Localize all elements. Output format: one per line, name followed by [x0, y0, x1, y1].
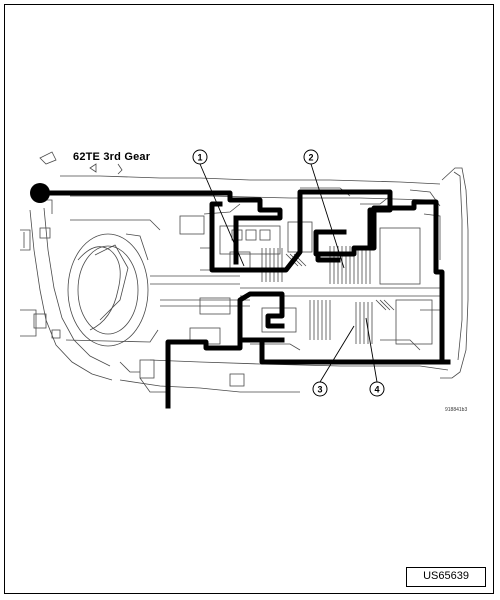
reference-id-box: US65639	[406, 567, 486, 587]
callout-label-4: 4	[374, 385, 379, 395]
diagram-title: 62TE 3rd Gear	[73, 151, 151, 163]
page-frame	[4, 4, 494, 594]
callout-label-2: 2	[308, 153, 313, 163]
lower-clutch-pack	[309, 300, 373, 344]
hydraulic-flow-path	[37, 189, 451, 409]
figure-code: 918841b3	[445, 407, 468, 413]
callout-2: 2	[303, 149, 345, 269]
callout-3: 3	[312, 325, 355, 397]
callout-label-1: 1	[197, 153, 202, 163]
callout-1: 1	[192, 149, 245, 267]
pressure-source-dot	[30, 183, 50, 203]
callout-4: 4	[365, 317, 385, 397]
callout-label-3: 3	[317, 385, 322, 395]
